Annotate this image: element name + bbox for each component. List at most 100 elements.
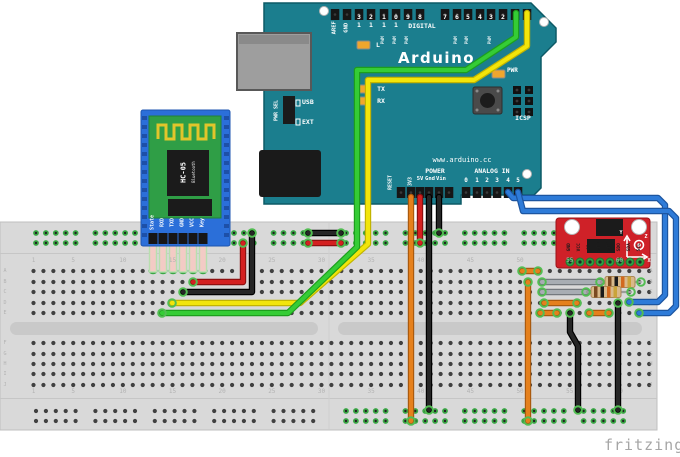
breadboard-hole (241, 408, 246, 414)
hc05-pad-vcc[interactable] (188, 233, 198, 244)
breadboard-hole (607, 268, 612, 274)
breadboard-hole (180, 382, 185, 388)
breadboard-hole (607, 340, 612, 346)
breadboard-hole (418, 289, 423, 295)
hc05-pad-txd[interactable] (168, 233, 178, 244)
breadboard-hole (140, 289, 145, 295)
breadboard-hole (160, 361, 165, 367)
breadboard-hole-center (622, 419, 625, 423)
breadboard-hole (150, 371, 155, 377)
wire-hc05-vcc-to-rail[interactable] (191, 241, 245, 284)
breadboard-hole (299, 361, 304, 367)
breadboard-hole (388, 279, 394, 285)
breadboard-hole-center (523, 241, 526, 245)
wire-hc05-txd-to-d0[interactable] (170, 11, 529, 305)
breadboard-hole (110, 371, 116, 377)
breadboard-hole (269, 340, 274, 346)
reset-button-cap[interactable] (480, 93, 495, 108)
breadboard-hole (61, 300, 66, 306)
breadboard-hole (309, 300, 314, 306)
breadboard-hole (637, 371, 642, 377)
hc05-edge-pad (224, 188, 229, 192)
breadboard-hole (190, 351, 195, 357)
breadboard-hole-center (562, 409, 565, 413)
pad-digital-right-0-hole (443, 13, 447, 16)
wire-sensor-gnd-to-bottom-rail[interactable] (568, 311, 580, 412)
breadboard-hole (438, 310, 443, 316)
breadboard-hole (61, 310, 66, 316)
breadboard-hole (259, 382, 264, 388)
breadboard-hole (61, 382, 66, 388)
breadboard-hole (488, 300, 493, 306)
breadboard-hole (329, 300, 334, 306)
breadboard-hole-center (542, 409, 546, 413)
accelerometer-breakout[interactable] (555, 217, 651, 269)
breadboard-hole (359, 351, 364, 357)
sensor-chip (596, 219, 623, 236)
connection-ring (238, 238, 248, 248)
breadboard-hole (498, 300, 503, 306)
breadboard-hole (349, 351, 354, 357)
breadboard-hole (130, 340, 135, 346)
wire-a5-to-scl[interactable] (516, 190, 678, 315)
arduino-uno-board[interactable] (236, 2, 557, 205)
hc05-pad-gnd[interactable] (178, 233, 188, 244)
breadboard-hole (170, 371, 175, 377)
breadboard-hole-center (354, 409, 358, 413)
breadboard-hole-center (523, 231, 526, 235)
breadboard-hole (587, 268, 592, 274)
wire-hc05-rxd-to-d1[interactable] (160, 11, 518, 315)
wire-a4-to-sda[interactable] (506, 190, 667, 304)
breadboard-hole (498, 361, 503, 367)
breadboard-hole-center (473, 419, 476, 423)
breadboard-hole (160, 382, 165, 388)
hc05-edge-pad (224, 233, 229, 237)
breadboard-hole (508, 361, 513, 367)
breadboard-hole (120, 382, 125, 388)
connection-ring (634, 308, 644, 318)
breadboard-hole (299, 382, 304, 388)
breadboard-hole (567, 268, 572, 274)
breadboard-hole (438, 340, 443, 346)
breadboard-hole (103, 408, 108, 414)
breadboard-hole (249, 340, 255, 346)
breadboard-hole (41, 279, 46, 285)
breadboard-hole (289, 340, 294, 346)
breadboard-hole (418, 310, 423, 316)
breadboard-hole (329, 382, 334, 388)
breadboard-hole (160, 279, 165, 285)
wire-hc05-gnd-to-rail[interactable] (181, 231, 254, 294)
mounting-hole (522, 169, 532, 179)
hc05-pad-rxd[interactable] (158, 233, 168, 244)
breadboard-hole (319, 361, 324, 367)
pad-digital-right-1-hole (455, 13, 459, 16)
hc05-edge-pad (224, 206, 229, 210)
breadboard-hole (349, 300, 354, 306)
breadboard-hole (597, 351, 602, 357)
breadboard-hole-center (404, 241, 407, 245)
breadboard-hole (90, 268, 96, 274)
reset-button[interactable] (472, 86, 503, 115)
breadboard-hole-center (64, 231, 67, 235)
connection-ring (537, 287, 547, 297)
breadboard-hole (289, 279, 294, 285)
hc05-bluetooth-module[interactable] (140, 109, 231, 275)
breadboard-hole (418, 340, 423, 346)
breadboard-hole (41, 340, 46, 346)
breadboard-hole-center (582, 419, 585, 423)
breadboard-hole (120, 361, 125, 367)
breadboard-hole (458, 371, 463, 377)
resistor-pullup-2-band (594, 286, 598, 298)
breadboard-hole-center (374, 419, 377, 423)
breadboard-hole (71, 371, 76, 377)
reset-leg (496, 89, 500, 93)
pad-power-1-hole (409, 191, 413, 194)
hc05-pad-state[interactable] (148, 233, 158, 244)
breadboard-hole (309, 310, 314, 316)
breadboard-hole (81, 289, 86, 295)
hc05-pad-key[interactable] (198, 233, 208, 244)
hc05-edge-pad (142, 125, 147, 129)
breadboard-hole-center (34, 231, 38, 235)
breadboard-hole (160, 371, 165, 377)
hc05-edge-pad (142, 233, 147, 237)
